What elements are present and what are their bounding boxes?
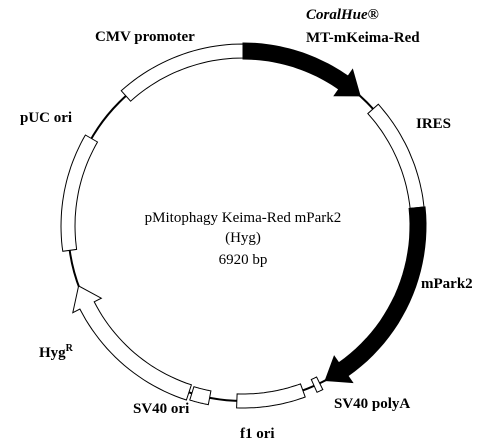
feature-f1-ori [236,383,306,409]
label-cmv-promoter: CMV promoter [95,29,195,45]
plasmid-name: pMitophagy Keima-Red mPark2 [145,210,342,226]
label-ires: IRES [416,116,451,132]
label-coralhue: CoralHue® [306,7,379,23]
label-mt-mkeima-red: MT-mKeima-Red [306,30,420,46]
features-layer [60,42,427,409]
feature-cmv-promoter [120,43,244,102]
label-sv40-polya: SV40 polyA [334,396,410,412]
feature-sv40-polya [310,376,324,393]
feature-mt-mkeima-red [242,42,361,97]
plasmid-size: 6920 bp [219,252,268,268]
label-f1-ori: f1 ori [240,426,275,442]
label-sv40-ori: SV40 ori [133,401,189,417]
label-hyg-r-sup: R [66,343,74,354]
plasmid-selection: (Hyg) [225,230,261,246]
feature-hyg-r [72,285,193,401]
label-hyg-r-text: Hyg [39,345,66,361]
feature-sv40-ori [189,386,212,406]
label-hyg-r: HygR [39,343,74,361]
feature-puc-ori [60,134,99,252]
label-mpark2: mPark2 [421,276,473,292]
feature-mpark2 [324,206,427,384]
label-puc-ori: pUC ori [20,110,72,126]
